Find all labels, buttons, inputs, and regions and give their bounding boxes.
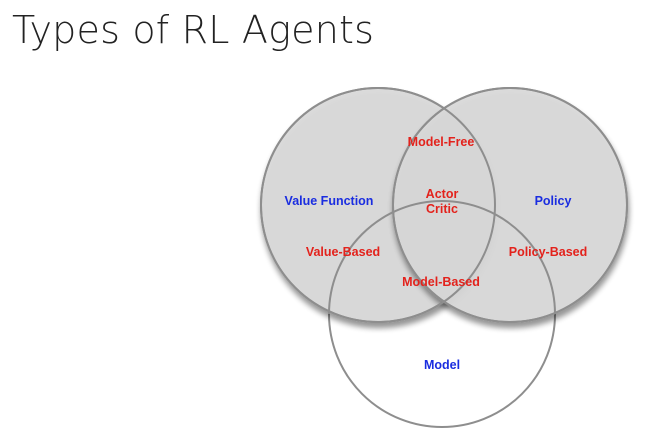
model-outline-upper [328,200,556,315]
value-function-outline [260,87,496,323]
model-label: Model [424,358,460,372]
critic-label: Critic [426,202,458,216]
policy-outline [392,87,628,323]
value-based-label: Value-Based [306,245,380,259]
actor-label: Actor [426,187,459,201]
value-function-label: Value Function [285,194,374,208]
model-free-label: Model-Free [408,135,475,149]
model-based-label: Model-Based [402,275,480,289]
page-title: Types of RL Agents [12,8,375,52]
policy-based-label: Policy-Based [509,245,588,259]
policy-label: Policy [535,194,572,208]
